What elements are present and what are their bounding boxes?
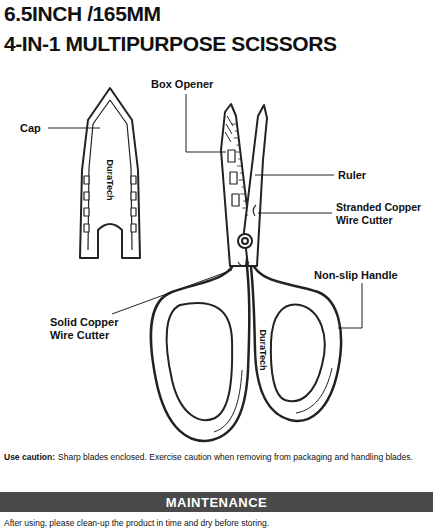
part-label: Ruler [338, 169, 366, 182]
caution-text: Sharp blades enclosed. Exercise caution … [58, 452, 413, 462]
leader-line [255, 175, 334, 176]
cap-inner-line [88, 100, 132, 250]
leader-line [112, 270, 232, 314]
pivot-screw-center [242, 238, 248, 244]
right-handle [250, 258, 341, 421]
caution-heading: Use caution: [4, 452, 55, 462]
left-blade [221, 104, 250, 266]
caution-note: Use caution:Sharp blades enclosed. Exerc… [4, 452, 428, 463]
subtitle: 4-IN-1 MULTIPURPOSE SCISSORS [4, 32, 337, 56]
right-handle-hole [271, 305, 325, 402]
part-label: Solid Copper Wire Cutter [50, 316, 130, 342]
part-label: Stranded Copper Wire Cutter [336, 201, 430, 227]
pivot-screw [238, 234, 252, 248]
left-handle-hole [167, 303, 233, 420]
leader-line [186, 94, 226, 152]
section-band: MAINTENANCE [0, 492, 433, 512]
title: 6.5INCH /165MM [4, 2, 161, 26]
part-label: Non-slip Handle [314, 269, 398, 282]
handle-grip-line [214, 368, 332, 432]
maintenance-text: After using, please clean-up the product… [4, 518, 428, 529]
part-label: Box Opener [151, 78, 213, 91]
blade-slots [228, 150, 239, 206]
part-label: Cap [20, 122, 41, 135]
stranded-wire-notch [253, 205, 256, 216]
section-heading: MAINTENANCE [166, 495, 268, 510]
leader-line [258, 213, 332, 214]
leader-line [338, 283, 362, 328]
box-opener-edge [225, 116, 233, 142]
brand-mark: DuraTech [105, 160, 115, 201]
ruler-ticks [232, 124, 248, 215]
left-handle [151, 258, 250, 441]
leader-line [48, 128, 100, 129]
brand-mark: DuraTech [258, 330, 268, 371]
solid-wire-notch [238, 262, 249, 266]
cap-outline [80, 88, 140, 258]
